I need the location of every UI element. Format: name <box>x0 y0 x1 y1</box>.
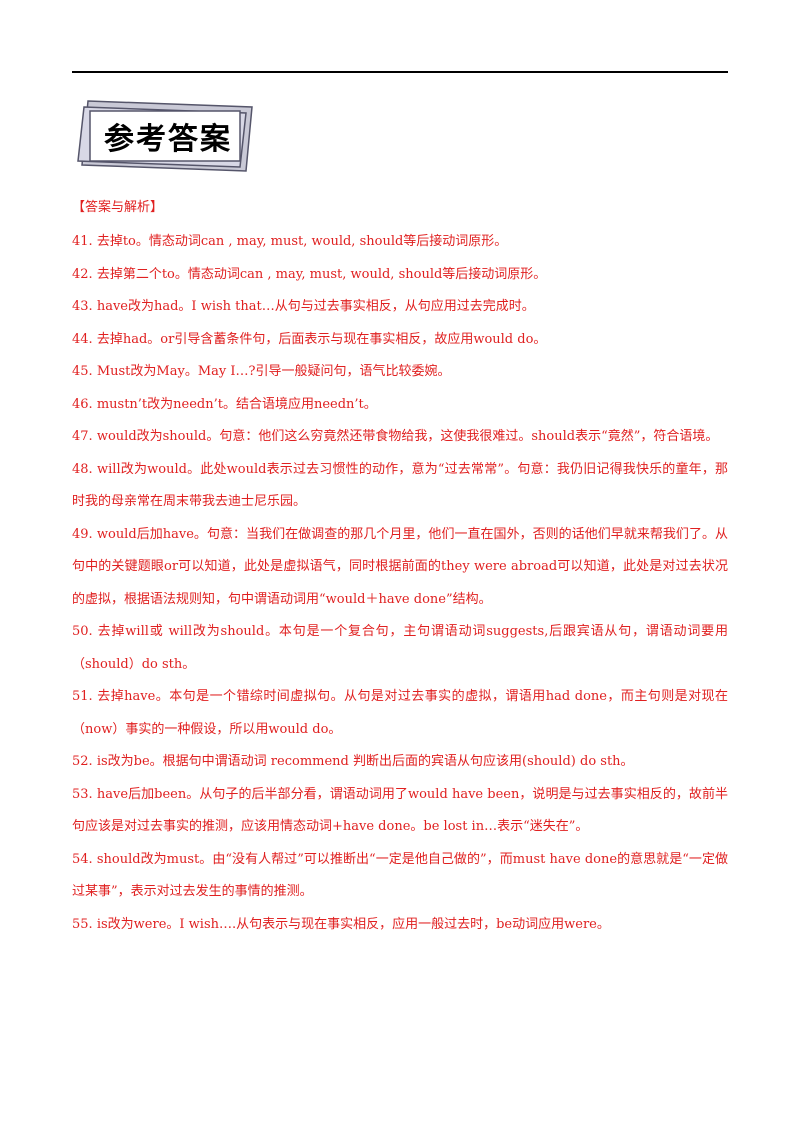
answer-text: have改为had。I wish that…从句与过去事实相反，从句应用过去完成… <box>96 299 535 314</box>
answer-item: 47. would改为should。句意：他们这么穷竟然还带食物给我，这使我很难… <box>72 421 728 454</box>
answer-number: 49. <box>72 526 93 542</box>
top-rule <box>72 71 728 73</box>
answer-text: should改为must。由“没有人帮过”可以推断出“一定是他自己做的”，而mu… <box>72 851 728 900</box>
answer-number: 53. <box>72 786 93 802</box>
answer-item: 45. Must改为May。May I…?引导一般疑问句，语气比较委婉。 <box>72 356 728 389</box>
banner-title: 参考答案 <box>104 122 232 157</box>
answer-item: 46. mustn’t改为needn’t。结合语境应用needn’t。 <box>72 389 728 422</box>
answer-text: would改为should。句意：他们这么穷竟然还带食物给我，这使我很难过。sh… <box>96 429 719 444</box>
answer-number: 51. <box>72 689 93 704</box>
answer-text: 去掉第二个to。情态动词can , may, must, would, shou… <box>96 266 547 282</box>
answer-number: 45. <box>72 364 93 379</box>
answer-item: 48. will改为would。此处would表示过去习惯性的动作，意为“过去常… <box>72 454 728 519</box>
answer-text: have后加been。从句子的后半部分看，谓语动词用了would have be… <box>72 786 728 835</box>
answer-item: 42. 去掉第二个to。情态动词can , may, must, would, … <box>72 259 728 292</box>
answer-number: 50. <box>72 624 93 639</box>
banner-frame-graphic <box>77 100 253 172</box>
answer-text: is改为were。I wish….从句表示与现在事实相反，应用一般过去时，be动… <box>96 916 610 932</box>
answer-text: is改为be。根据句中谓语动词 recommend 判断出后面的宾语从句应该用(… <box>96 754 634 769</box>
answer-item: 53. have后加been。从句子的后半部分看，谓语动词用了would hav… <box>72 779 728 844</box>
answer-item: 55. is改为were。I wish….从句表示与现在事实相反，应用一般过去时… <box>72 909 728 942</box>
answer-item: 50. 去掉will或 will改为should。本句是一个复合句，主句谓语动词… <box>72 616 728 681</box>
answer-number: 47. <box>72 429 93 444</box>
answer-text: 去掉had。or引导含蓄条件句，后面表示与现在事实相反，故应用would do。 <box>96 331 547 347</box>
answer-list: 41. 去掉to。情态动词can , may, must, would, sho… <box>72 226 728 941</box>
answer-text: 去掉will或 will改为should。本句是一个复合句，主句谓语动词sugg… <box>72 624 729 672</box>
answer-number: 54. <box>72 851 93 867</box>
answer-number: 46. <box>72 396 93 412</box>
answer-number: 41. <box>72 234 93 249</box>
answer-text: will改为would。此处would表示过去习惯性的动作，意为“过去常常”。句… <box>72 461 728 510</box>
answer-item: 52. is改为be。根据句中谓语动词 recommend 判断出后面的宾语从句… <box>72 746 728 779</box>
answer-text: would后加have。句意：当我们在做调查的那几个月里，他们一直在国外，否则的… <box>72 526 729 607</box>
answer-item: 51. 去掉have。本句是一个错综时间虚拟句。从句是对过去事实的虚拟，谓语用h… <box>72 681 728 746</box>
answer-text: 去掉to。情态动词can , may, must, would, should等… <box>96 234 508 249</box>
answer-number: 55. <box>72 916 93 932</box>
answer-number: 48. <box>72 461 93 477</box>
answer-number: 43. <box>72 299 93 314</box>
answer-number: 52. <box>72 754 93 769</box>
answer-item: 54. should改为must。由“没有人帮过”可以推断出“一定是他自己做的”… <box>72 844 728 909</box>
section-heading: 【答案与解析】 <box>72 200 164 215</box>
answer-banner: 参考答案 <box>76 97 256 175</box>
answer-number: 44. <box>72 331 93 347</box>
answer-item: 41. 去掉to。情态动词can , may, must, would, sho… <box>72 226 728 259</box>
answer-text: mustn’t改为needn’t。结合语境应用needn’t。 <box>96 396 377 412</box>
answer-item: 43. have改为had。I wish that…从句与过去事实相反，从句应用… <box>72 291 728 324</box>
answer-item: 44. 去掉had。or引导含蓄条件句，后面表示与现在事实相反，故应用would… <box>72 324 728 357</box>
answer-number: 42. <box>72 266 93 282</box>
answer-text: Must改为May。May I…?引导一般疑问句，语气比较委婉。 <box>96 364 451 379</box>
answer-item: 49. would后加have。句意：当我们在做调查的那几个月里，他们一直在国外… <box>72 519 728 617</box>
answer-text: 去掉have。本句是一个错综时间虚拟句。从句是对过去事实的虚拟，谓语用had d… <box>72 689 729 737</box>
